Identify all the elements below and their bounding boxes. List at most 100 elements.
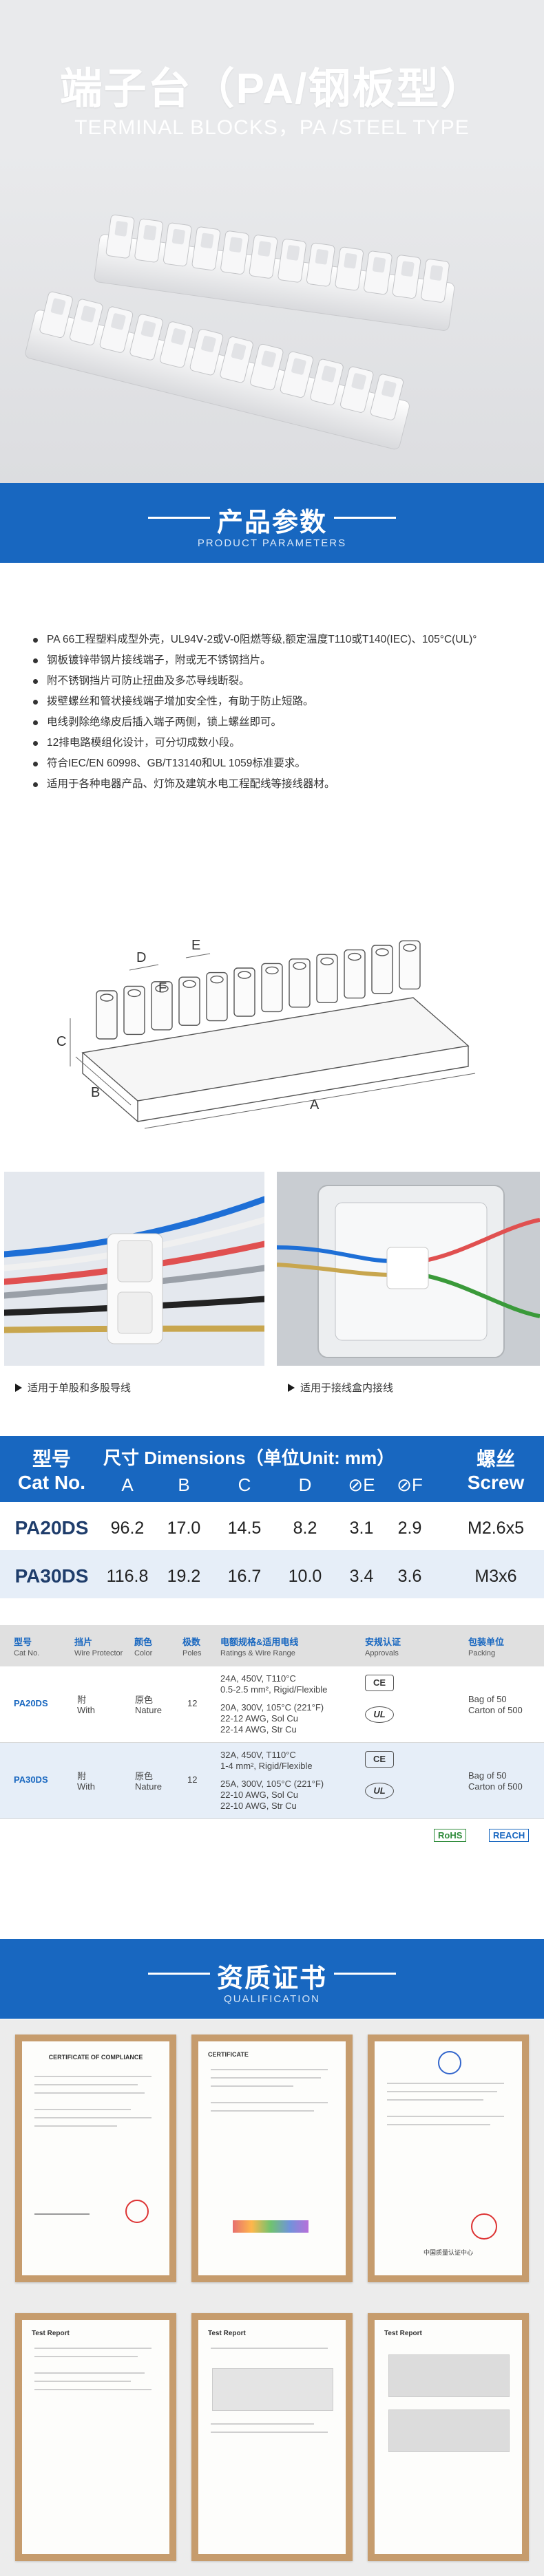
text-line xyxy=(211,2348,328,2349)
dim-label-c: C xyxy=(56,1034,66,1049)
screw-hole-icon xyxy=(321,365,337,383)
ul-mark-icon: UL xyxy=(365,1783,394,1799)
certificate-document: Test Report xyxy=(198,2320,346,2554)
rating-gap xyxy=(220,1772,324,1779)
spec-ratings: 24A, 450V, T110°C 0.5-2.5 mm², Rigid/Fle… xyxy=(220,1673,327,1735)
text-line xyxy=(34,2389,151,2390)
qualification-banner-subtitle: QUALIFICATION xyxy=(224,1993,320,2005)
spec-header-packing: 包装单位 Packing xyxy=(468,1635,504,1657)
diagram-cell xyxy=(233,967,255,1017)
signature-line xyxy=(34,2213,90,2215)
diagram-screw-icon xyxy=(293,962,306,970)
spec-header-cn: 安规认证 xyxy=(365,1637,401,1647)
diagram-cell xyxy=(151,981,173,1031)
text-line xyxy=(211,2102,328,2103)
params-banner-title: 产品参数 xyxy=(216,508,327,537)
feature-item: 钢板镀锌带钢片接线端子，附或无不锈钢挡片。 xyxy=(32,650,514,671)
dim-col-a: A xyxy=(121,1474,134,1495)
size-table-row: PA30DS 116.8 19.2 16.7 10.0 3.4 3.6 M3x6 xyxy=(0,1550,544,1598)
certificate-frame: Test Report xyxy=(15,2313,176,2561)
size-e: 3.4 xyxy=(349,1567,374,1586)
rating-line: 20A, 300V, 105°C (221°F) xyxy=(220,1702,324,1713)
diagram-screw-icon xyxy=(403,943,417,952)
rating-line: 25A, 300V, 105°C (221°F) xyxy=(220,1779,324,1789)
bullet-icon xyxy=(33,658,38,663)
diagram-screw-icon xyxy=(375,948,389,956)
bullet-icon xyxy=(33,762,38,766)
feature-item: 电线剥除绝缘皮后插入端子两侧，锁上螺丝即可。 xyxy=(32,712,514,733)
size-d: 8.2 xyxy=(293,1518,317,1538)
spec-model: PA30DS xyxy=(14,1774,48,1785)
certificate-frame: CERTIFICATE OF COMPLIANCE xyxy=(15,2035,176,2282)
text-line xyxy=(34,2084,138,2085)
spec-protector-cn: 附 xyxy=(77,1771,87,1781)
screw-hole-icon xyxy=(171,328,186,345)
spec-ratings: 32A, 450V, T110°C 1-4 mm², Rigid/Flexibl… xyxy=(220,1750,324,1812)
size-c: 14.5 xyxy=(227,1518,262,1538)
screw-hole-icon xyxy=(430,265,443,281)
bullet-icon xyxy=(33,720,38,725)
screw-hole-icon xyxy=(201,335,216,353)
dim-col-e: ⊘E xyxy=(348,1474,375,1495)
stamp-icon xyxy=(125,2200,149,2223)
hero-subtitle: TERMINAL BLOCKS，PA /STEEL TYPE xyxy=(74,116,470,139)
params-banner: 产品参数 PRODUCT PARAMETERS xyxy=(0,483,544,563)
size-a: 116.8 xyxy=(106,1567,149,1586)
size-f: 2.9 xyxy=(397,1518,422,1538)
size-model: PA20DS xyxy=(14,1517,89,1538)
text-line xyxy=(211,2069,328,2070)
spec-header-cn: 包装单位 xyxy=(468,1637,505,1647)
diagram-screw-icon xyxy=(348,952,362,961)
spec-header-en: Color xyxy=(134,1649,153,1657)
test-sample-image xyxy=(212,2368,333,2411)
spec-poles: 12 xyxy=(187,1774,198,1785)
banner-line-left xyxy=(148,1973,210,1975)
feature-item: 附不锈钢挡片可防止扭曲及多芯导线断裂。 xyxy=(32,671,514,691)
screw-header-cn: 螺丝 xyxy=(476,1448,515,1470)
spec-header-color: 颜色 Color xyxy=(134,1635,152,1657)
bullet-icon xyxy=(33,679,38,684)
test-sample-image xyxy=(388,2354,510,2397)
text-line xyxy=(34,2117,151,2118)
bullet-icon xyxy=(33,700,38,705)
spec-header-en: Packing xyxy=(468,1649,496,1657)
cqc-logo-icon xyxy=(438,2051,461,2074)
spec-color-cn: 原色 xyxy=(135,1695,154,1705)
certificate-frame: CERTIFICATE xyxy=(191,2035,353,2282)
text-line xyxy=(387,2099,483,2101)
triangle-icon xyxy=(288,1384,295,1392)
size-f: 3.6 xyxy=(397,1567,422,1586)
diagram-screw-icon xyxy=(265,966,279,975)
feature-text: 钢板镀锌带钢片接线端子，附或无不锈钢挡片。 xyxy=(47,654,271,666)
spec-protector-en: With xyxy=(77,1705,95,1715)
text-line xyxy=(34,2372,145,2374)
hero-section: 端子台（PA/钢板型） TERMINAL BLOCKS，PA /STEEL TY… xyxy=(0,0,544,483)
dim-col-f: ⊘F xyxy=(397,1474,423,1495)
qualification-banner: 资质证书 QUALIFICATION xyxy=(0,1939,544,2019)
diagram-cell xyxy=(123,985,145,1035)
text-line xyxy=(211,2110,314,2112)
dim-label-e: E xyxy=(191,938,200,953)
size-screw: M2.6x5 xyxy=(468,1518,524,1538)
spec-header-cn: 颜色 xyxy=(134,1637,153,1647)
screw-hole-icon xyxy=(111,313,126,330)
certificate-document: CERTIFICATE OF COMPLIANCE xyxy=(22,2041,169,2275)
certificate-heading: 中国质量认证中心 xyxy=(423,2249,473,2256)
dim-col-c: C xyxy=(238,1474,251,1495)
spec-protector-cn: 附 xyxy=(77,1695,87,1705)
dim-label-b: B xyxy=(91,1085,100,1100)
bullet-icon xyxy=(33,638,38,643)
screw-hole-icon xyxy=(114,221,128,237)
application-caption-2: 适用于接线盒内接线 xyxy=(288,1380,393,1395)
diagram-cell xyxy=(316,954,338,1003)
size-table-header: 型号 Cat No. 尺寸 Dimensions（单位Unit: mm） A B… xyxy=(0,1436,544,1502)
diagram-screw-icon xyxy=(238,971,251,979)
params-banner-subtitle: PRODUCT PARAMETERS xyxy=(197,537,347,549)
rating-line: 1-4 mm², Rigid/Flexible xyxy=(220,1761,313,1771)
dim-label-f: F xyxy=(158,980,167,996)
banner-line-right xyxy=(334,517,396,519)
text-line xyxy=(34,2125,117,2127)
